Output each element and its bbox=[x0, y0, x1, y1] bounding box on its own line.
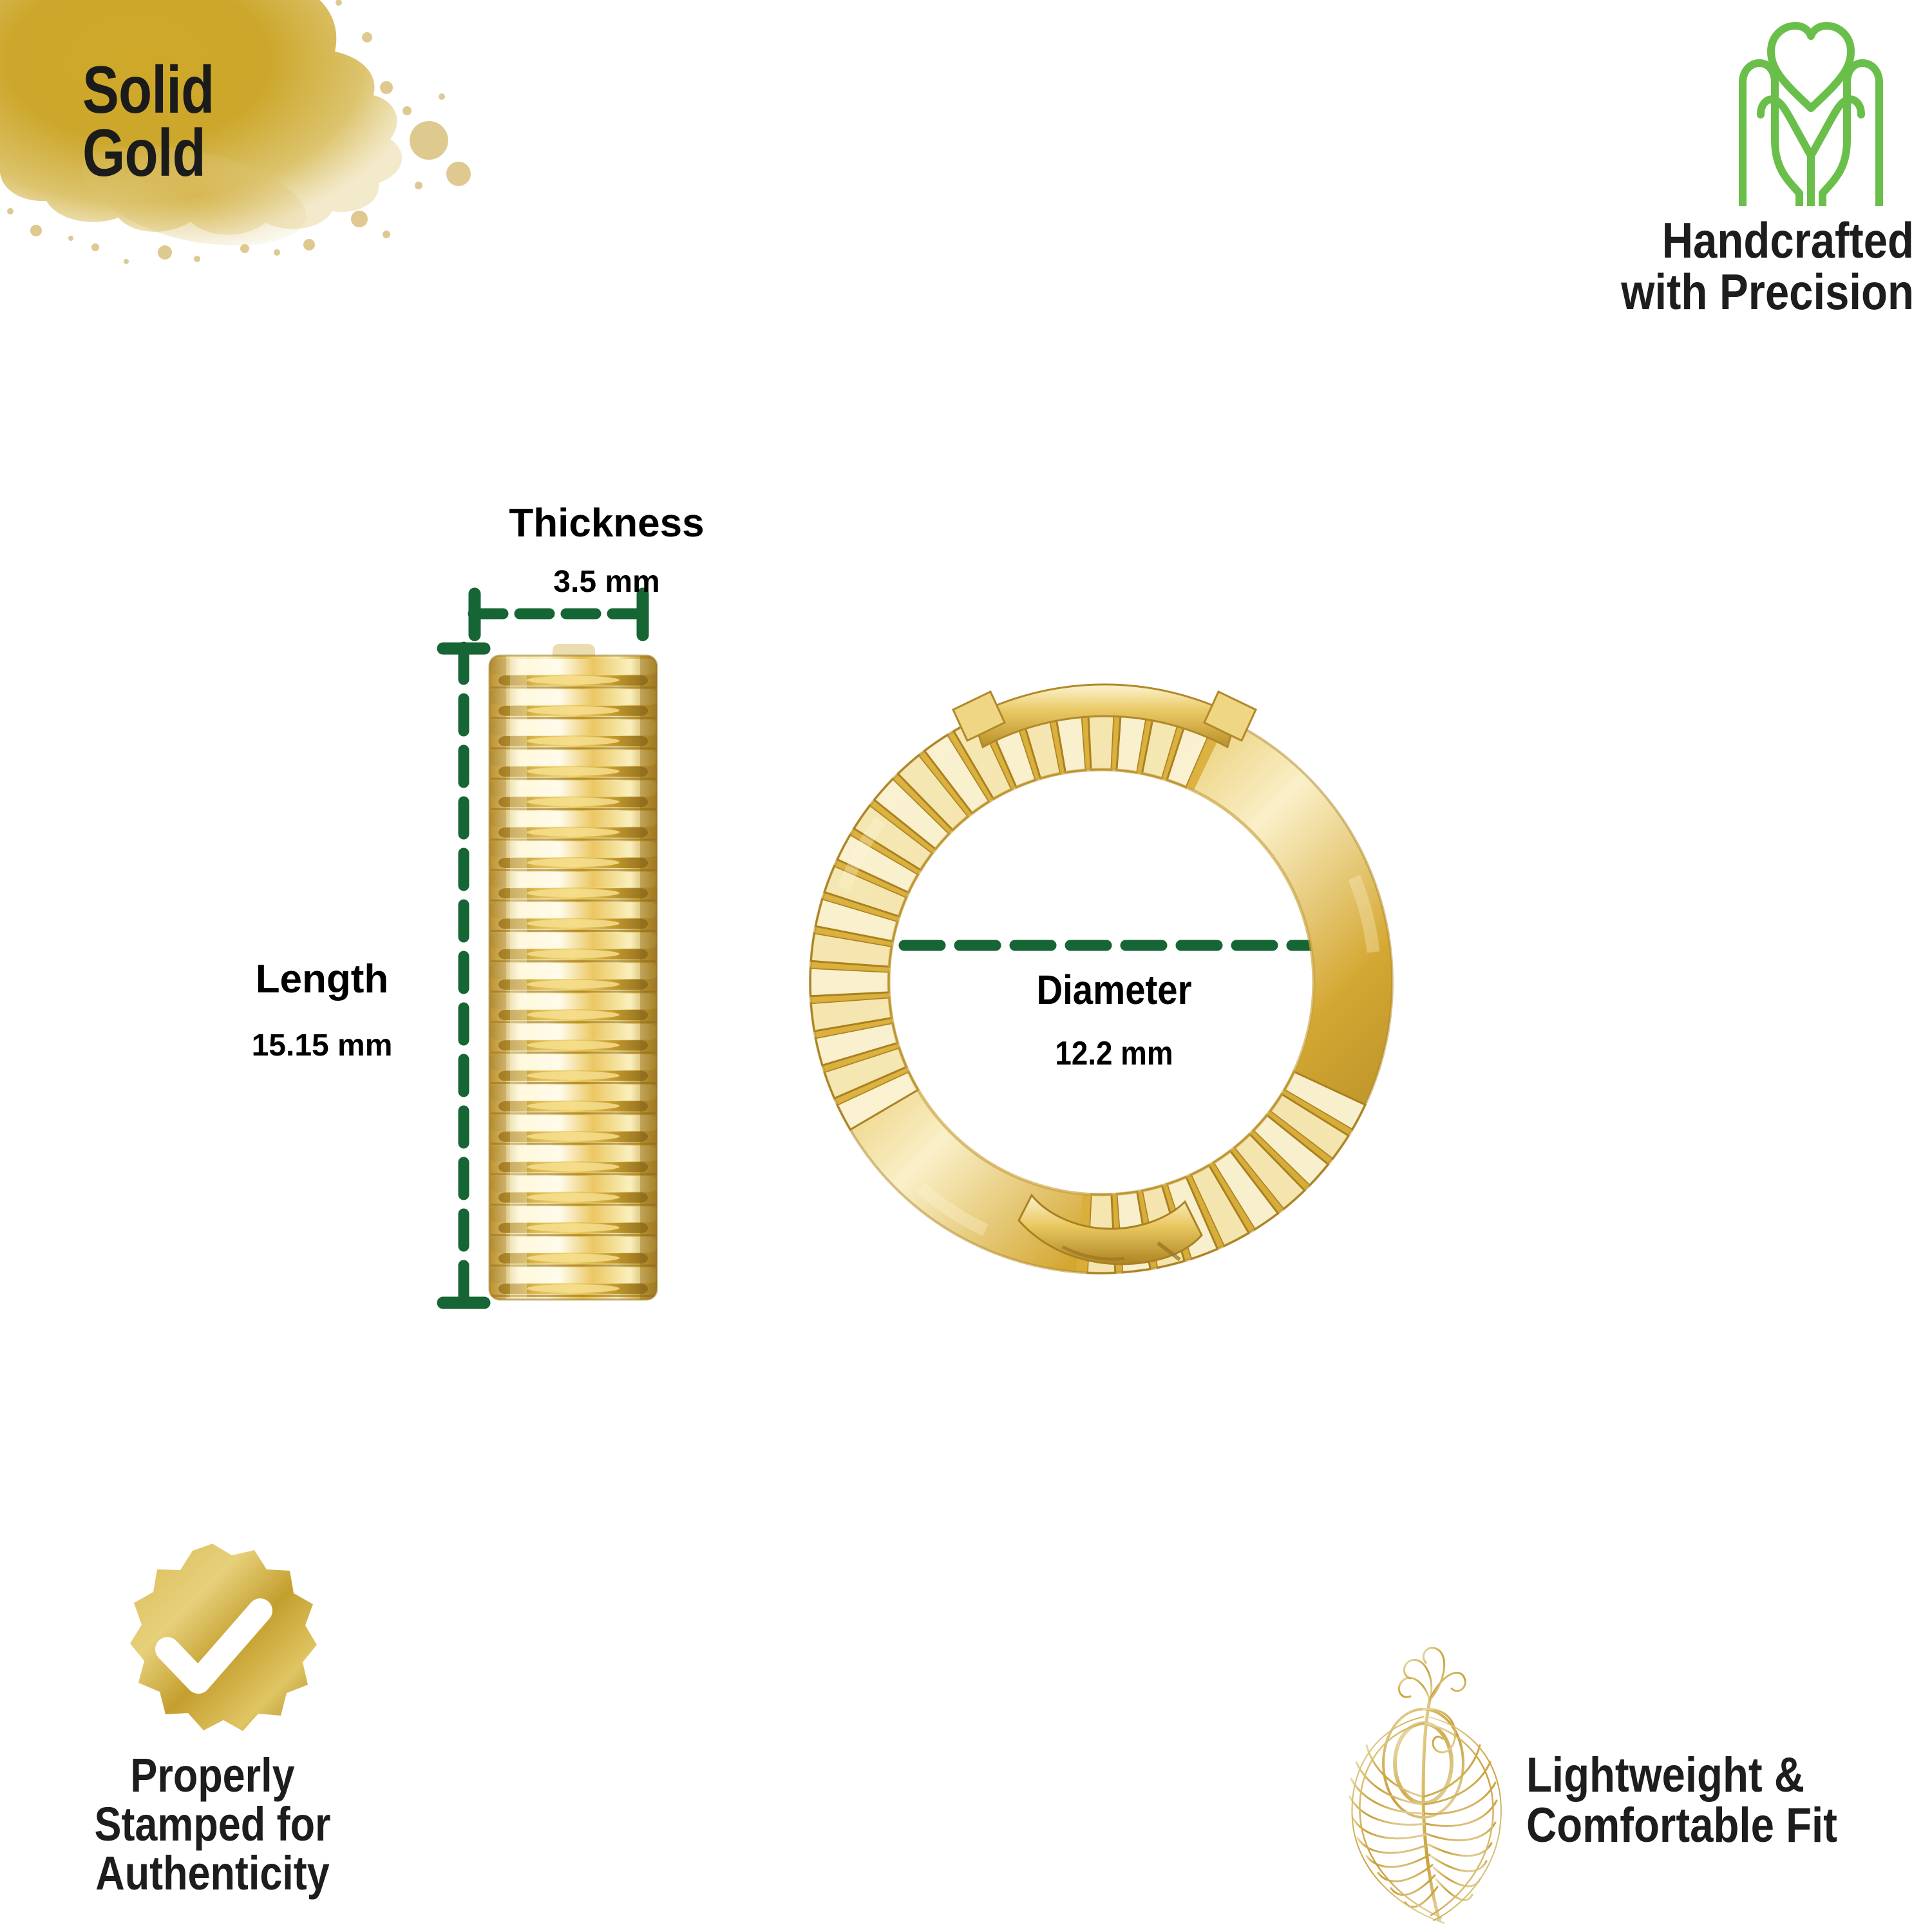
thickness-title: Thickness bbox=[509, 501, 705, 545]
diameter-value: 12.2 mm bbox=[1055, 1035, 1173, 1072]
solid-gold-line1: Solid bbox=[82, 53, 214, 128]
handcrafted-line2: with Precision bbox=[1621, 263, 1914, 320]
lightweight-line1: Lightweight & bbox=[1526, 1748, 1805, 1803]
lightweight-label: Lightweight & Comfortable Fit bbox=[1526, 1750, 1880, 1852]
lightweight-badge: Lightweight & Comfortable Fit bbox=[1314, 1597, 1932, 1932]
lightweight-line2: Comfortable Fit bbox=[1526, 1798, 1837, 1853]
peacock-feather-icon bbox=[1349, 1647, 1502, 1924]
length-value: 15.15 mm bbox=[251, 1028, 393, 1063]
authenticity-line2: Stamped for bbox=[94, 1797, 331, 1852]
thickness-value: 3.5 mm bbox=[553, 565, 660, 599]
handcrafted-label: Handcrafted with Precision bbox=[1525, 212, 1914, 320]
gold-hoop-earring-side-view bbox=[488, 644, 658, 1301]
handcrafted-badge: Handcrafted with Precision bbox=[1462, 6, 1926, 317]
check-icon bbox=[155, 1598, 272, 1694]
authenticity-line3: Authenticity bbox=[95, 1846, 330, 1900]
gold-hoop-earring-front-view bbox=[809, 683, 1394, 1274]
solid-gold-line2: Gold bbox=[82, 115, 206, 191]
authenticity-line1: Properly bbox=[130, 1748, 295, 1802]
authenticity-label: Properly Stamped for Authenticity bbox=[43, 1748, 383, 1900]
diameter-title: Diameter bbox=[1036, 967, 1192, 1013]
hands-holding-heart-icon bbox=[1739, 22, 1883, 206]
solid-gold-label: Solid Gold bbox=[82, 53, 304, 191]
thickness-dimension-line bbox=[468, 587, 650, 641]
gold-rosette-checkmark-icon bbox=[130, 1544, 317, 1731]
length-title: Length bbox=[255, 957, 389, 1001]
authenticity-badge: Properly Stamped for Authenticity bbox=[13, 1542, 412, 1899]
handcrafted-line1: Handcrafted bbox=[1662, 212, 1914, 269]
